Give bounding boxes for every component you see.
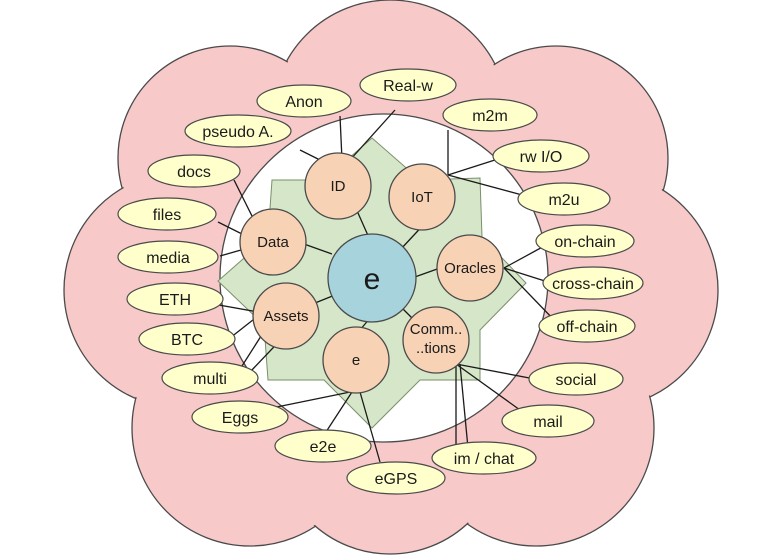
leaf-eggs-label: Eggs: [222, 410, 258, 427]
leaf-rw-io-label: rw I/O: [520, 149, 563, 166]
leaf-anon-label: Anon: [285, 94, 322, 111]
leaf-eth: ETH: [126, 282, 224, 316]
hub-iot-label: IoT: [411, 189, 433, 206]
leaf-social-label: social: [556, 372, 597, 389]
leaf-rw-io: rw I/O: [492, 139, 590, 173]
leaf-real-w-label: Real-w: [383, 78, 433, 95]
center-label: e: [364, 263, 381, 296]
leaf-files: files: [117, 197, 217, 231]
leaf-media: media: [117, 240, 219, 274]
leaf-pseudo-label: pseudo A.: [202, 124, 273, 141]
hub-data: Data: [239, 208, 307, 276]
hub-e: e: [322, 326, 390, 394]
leaf-m2m: m2m: [442, 98, 538, 132]
hub-id: ID: [304, 152, 372, 220]
leaf-cross-chain-label: cross-chain: [552, 276, 634, 293]
hub-e-label: e: [352, 352, 360, 369]
leaf-eth-label: ETH: [159, 292, 191, 309]
leaf-anon: Anon: [256, 84, 352, 118]
hub-iot: IoT: [388, 163, 456, 231]
leaf-btc: BTC: [138, 322, 236, 356]
leaf-egps: eGPS: [346, 461, 446, 495]
hub-comm-label-1: Comm..: [410, 321, 463, 338]
leaf-files-label: files: [153, 207, 181, 224]
leaf-multi-label: multi: [193, 371, 227, 388]
hub-oracles: Oracles: [436, 234, 504, 302]
leaf-egps-label: eGPS: [375, 471, 418, 488]
leaf-multi: multi: [161, 361, 259, 395]
leaf-im-chat-label: im / chat: [454, 451, 515, 468]
hub-communications: Comm.. ..tions: [402, 306, 470, 374]
leaf-off-chain-label: off-chain: [556, 319, 617, 336]
leaf-docs: docs: [147, 154, 241, 188]
hub-data-label: Data: [257, 234, 289, 251]
hub-comm-label-2: ..tions: [416, 340, 456, 357]
leaf-im-chat: im / chat: [431, 441, 537, 475]
leaf-real-w: Real-w: [359, 68, 457, 102]
center-node: e: [327, 233, 417, 323]
leaf-e2e: e2e: [274, 429, 372, 463]
leaf-docs-label: docs: [177, 164, 211, 181]
leaf-btc-label: BTC: [171, 332, 203, 349]
leaf-cross-chain: cross-chain: [542, 266, 644, 300]
leaf-mail: mail: [501, 404, 595, 438]
hub-oracles-label: Oracles: [444, 260, 496, 277]
hub-assets: Assets: [252, 282, 320, 350]
leaf-pseudo: pseudo A.: [184, 114, 292, 148]
leaf-m2m-label: m2m: [472, 108, 508, 125]
hub-id-label: ID: [331, 178, 346, 195]
leaf-e2e-label: e2e: [310, 439, 337, 456]
leaf-mail-label: mail: [533, 414, 562, 431]
leaf-off-chain: off-chain: [538, 309, 636, 343]
leaf-m2u: m2u: [517, 182, 611, 216]
leaf-m2u-label: m2u: [548, 192, 579, 209]
leaf-on-chain: on-chain: [535, 224, 635, 258]
leaf-eggs: Eggs: [191, 400, 289, 434]
leaf-on-chain-label: on-chain: [554, 234, 615, 251]
hub-assets-label: Assets: [263, 308, 308, 325]
leaf-social: social: [528, 362, 624, 396]
leaf-media-label: media: [146, 250, 190, 267]
